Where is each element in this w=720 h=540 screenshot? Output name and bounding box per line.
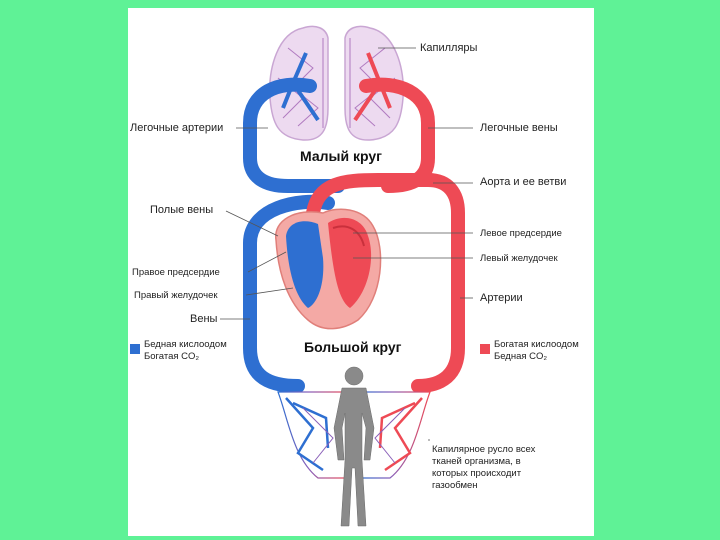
legend-venous-line2: Богатая CO₂: [144, 351, 200, 362]
label-small-circle: Малый круг: [300, 148, 382, 164]
legend-venous-line1: Бедная кислоодом: [144, 339, 227, 350]
systemic-circuit: [243, 173, 465, 393]
label-vena-cava: Полые вены: [150, 204, 214, 216]
vein-return-path: [243, 194, 335, 393]
label-arteries: Артерии: [480, 292, 523, 304]
label-pulmonary-veins: Легочные вены: [480, 122, 558, 134]
label-veins: Вены: [190, 313, 218, 325]
legend-arterial-line2: Бедная CO₂: [494, 351, 548, 362]
circulation-diagram: [220, 25, 473, 527]
label-aorta: Аорта и ее ветви: [480, 176, 567, 188]
label-tissue-capillaries: Капилярное русло всех тканей организма, …: [432, 444, 536, 491]
tissue-capillaries: [277, 391, 431, 479]
left-heart: [328, 217, 372, 308]
artery-path: [306, 173, 465, 393]
label-right-ventricle: Правый желудочек: [134, 290, 218, 301]
label-right-atrium: Правое предсердие: [132, 267, 220, 278]
human-silhouette: [333, 366, 375, 527]
diagram-panel: Капилляры Легочные артерии Легочные вены…: [128, 8, 594, 536]
label-big-circle: Большой круг: [304, 339, 402, 355]
label-left-atrium: Левое предсердие: [480, 228, 562, 239]
leader-lines: [220, 47, 473, 441]
right-heart: [286, 221, 324, 308]
heart: [275, 208, 382, 330]
legend-arterial-line1: Богатая кислоодом: [494, 339, 579, 350]
label-pulmonary-arteries: Легочные артерии: [130, 122, 224, 134]
venous-legend-swatch: [130, 344, 140, 354]
pulmonary-artery-path: [243, 77, 345, 193]
label-capillaries: Капилляры: [420, 42, 478, 54]
label-left-ventricle: Левый желудочек: [480, 253, 558, 264]
arterial-legend-swatch: [480, 344, 490, 354]
